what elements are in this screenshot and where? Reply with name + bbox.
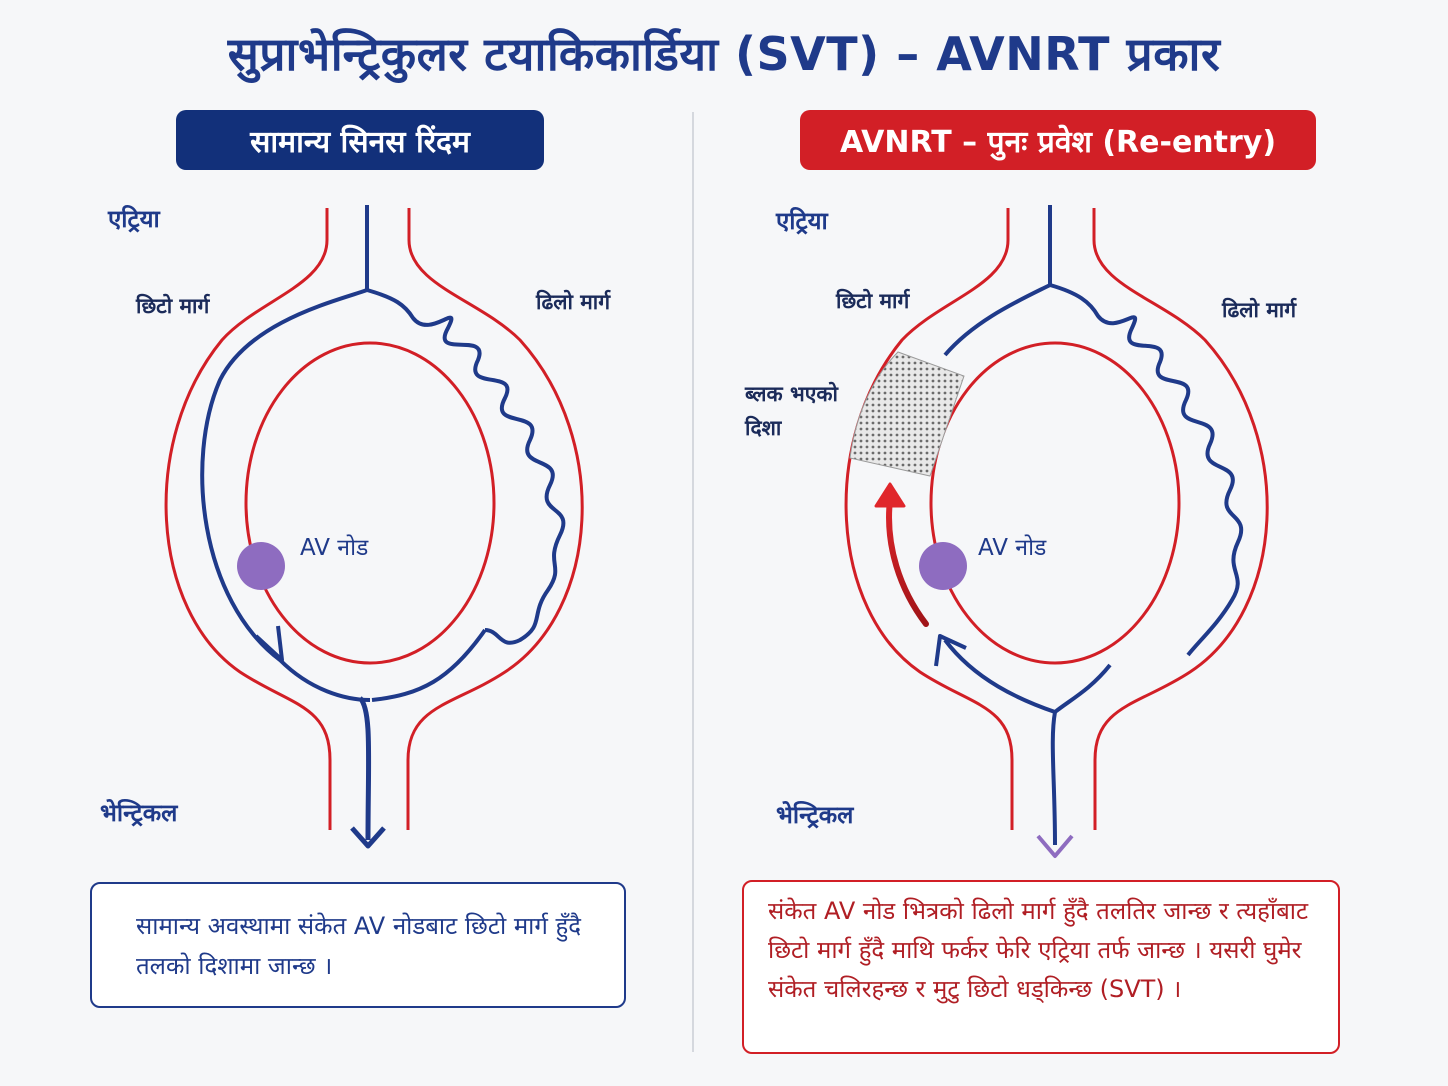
left-ventricle-arrowhead [350,826,386,849]
page-title: सुप्राभेन्ट्रिकुलर टयाकिकार्डिया (SVT) –… [227,27,1221,81]
right-atria-label: एट्रिया [776,207,828,235]
left-slow-pathway [366,288,566,645]
left-slow-join [371,628,487,702]
normal-rhythm-description: सामान्य अवस्थामा संकेत AV नोडबाट छिटो मा… [136,912,582,980]
block-label-line2: दिशा [745,416,782,440]
left-heart-diagram [164,205,584,849]
right-return-arrowhead [934,634,967,667]
left-outer-wall [164,208,332,830]
right-fast-pathway-upper [943,283,1051,357]
right-inner-ring [929,341,1181,665]
right-outer-wall [1092,208,1269,830]
right-ventricular-trunk [1050,711,1057,846]
block-zone [849,351,965,477]
block-label-line1: ब्लक भएको [745,382,838,406]
retrograde-red-arrowhead [874,482,906,508]
right-ventricle-label: भेन्ट्रिकल [776,801,854,829]
avnrt-description-box: संकेत AV नोड भित्रको ढिलो मार्ग हुँदै तल… [742,880,1340,1054]
left-inner-ring [244,341,496,665]
right-slow-path-label: ढिलो मार्ग [1222,298,1297,322]
normal-rhythm-header: सामान्य सिनस रिंदम [176,110,544,170]
avnrt-description: संकेत AV नोड भित्रको ढिलो मार्ग हुँदै तल… [768,897,1309,1003]
right-slow-pathway [1049,283,1244,657]
right-ventricle-arrowhead [1036,834,1074,858]
right-av-node-label: AV नोड [978,535,1047,561]
retrograde-red-arrow [886,497,929,627]
right-fast-path-label: छिटो मार्ग [836,289,910,313]
right-return-pathway [943,638,1112,715]
left-fast-path-label: छिटो मार्ग [136,294,210,318]
right-av-node [919,542,967,590]
normal-rhythm-description-box: सामान्य अवस्थामा संकेत AV नोडबाट छिटो मा… [90,882,626,1008]
left-ventricular-trunk [358,696,372,841]
left-ventricle-label: भेन्ट्रिकल [100,799,178,827]
left-slow-path-label: ढिलो मार्ग [536,290,611,314]
left-atria-label: एट्रिया [108,205,160,233]
left-av-node [237,542,285,590]
avnrt-header: AVNRT – पुनः प्रवेश (Re-entry) [800,110,1316,170]
right-outer-wall [844,208,1014,830]
left-av-node-label: AV नोड [300,535,369,561]
left-outer-wall [406,208,584,830]
left-fast-arrowhead [254,625,284,662]
panel-divider [692,112,694,1052]
right-heart-diagram [844,205,1269,858]
left-fast-pathway [200,288,371,702]
